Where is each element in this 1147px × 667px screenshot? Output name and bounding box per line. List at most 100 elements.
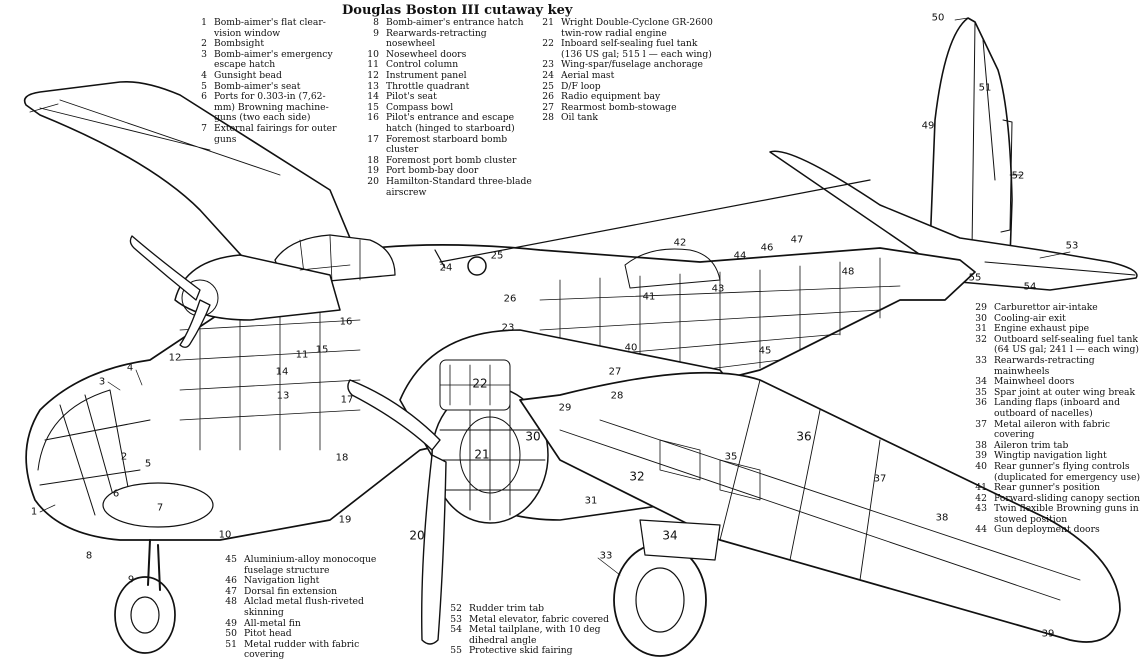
key-number: 15	[367, 101, 379, 113]
callout-22: 22	[472, 376, 488, 391]
key-item-3: 3 Bomb-aimer's emergency escape hatch	[185, 48, 345, 71]
key-number: 41	[975, 482, 987, 494]
key-number: 11	[367, 59, 379, 71]
callout-43: 43	[711, 283, 725, 295]
key-text: Bomb-aimer's emergency escape hatch	[214, 48, 333, 71]
key-number: 7	[201, 122, 207, 134]
key-number: 34	[975, 376, 987, 388]
callout-32: 32	[629, 469, 645, 484]
port-wing	[519, 371, 1121, 643]
key-text: Gunsight bead	[214, 69, 282, 81]
key-number: 23	[542, 59, 554, 71]
key-number: 33	[975, 354, 987, 366]
callout-24: 24	[439, 262, 453, 274]
key-number: 37	[975, 418, 987, 430]
key-number: 35	[975, 386, 987, 398]
key-number: 10	[367, 48, 379, 60]
key-text: Hamilton-Standard three-blade airscrew	[386, 175, 532, 198]
key-number: 9	[373, 27, 379, 39]
tail-fin	[929, 17, 1013, 259]
key-number: 16	[367, 112, 379, 124]
callout-16: 16	[339, 316, 353, 328]
key-number: 13	[367, 80, 379, 92]
callout-4: 4	[126, 362, 134, 374]
callout-45: 45	[758, 345, 772, 357]
key-text: Rear gunner's flying controls (duplicate…	[994, 460, 1141, 483]
key-text: Landing flaps (inboard and outboard of n…	[994, 397, 1120, 419]
aerial-mast	[434, 179, 871, 276]
key-number: 39	[975, 450, 987, 462]
key-number: 14	[367, 91, 379, 103]
key-text: Bomb-aimer's flat clear-vision window	[214, 17, 326, 39]
callout-31: 31	[584, 495, 598, 507]
key-text: Carburettor air-intake	[994, 302, 1098, 313]
key-number: 42	[975, 492, 987, 504]
key-text: Bombsight	[214, 38, 265, 50]
callout-40: 40	[624, 342, 638, 354]
callout-26: 26	[503, 293, 517, 305]
key-number: 43	[975, 503, 987, 515]
callout-29: 29	[558, 402, 572, 414]
callout-30: 30	[525, 429, 541, 444]
callout-39: 39	[1041, 628, 1055, 640]
key-number: 31	[975, 323, 987, 335]
key-number: 45	[225, 554, 237, 565]
key-text: Aerial mast	[561, 69, 615, 81]
key-number: 8	[373, 17, 379, 28]
key-item-35: 35 Spar joint at outer wing break	[965, 386, 1147, 399]
key-text: Pitot head	[244, 628, 292, 640]
callout-37: 37	[873, 473, 887, 485]
callout-28: 28	[610, 390, 624, 402]
key-number: 18	[367, 154, 379, 166]
key-text: Port bomb-bay door	[386, 165, 479, 177]
key-number: 30	[975, 312, 987, 324]
key-text: Radio equipment bay	[561, 91, 661, 103]
callout-53: 53	[1065, 240, 1079, 252]
key-text: Forward-sliding canopy section	[994, 492, 1141, 504]
key-text: Metal elevator, fabric covered	[469, 613, 609, 625]
key-text: Spar joint at outer wing break	[994, 386, 1136, 398]
key-text: Control column	[386, 59, 459, 71]
propellers	[129, 235, 447, 645]
key-text: D/F loop	[561, 80, 601, 92]
callout-11: 11	[295, 349, 309, 361]
key-number: 21	[542, 17, 554, 28]
key-item-11: 11 Control column	[357, 60, 537, 71]
callout-54: 54	[1023, 281, 1037, 293]
key-text: Foremost port bomb cluster	[386, 154, 517, 166]
key-number: 44	[975, 524, 987, 536]
key-number: 49	[225, 617, 237, 629]
key-number: 40	[975, 460, 987, 472]
key-number: 3	[201, 48, 207, 60]
callout-5: 5	[144, 458, 152, 470]
callout-27: 27	[608, 366, 622, 378]
key-text: Wingtip navigation light	[994, 450, 1107, 462]
